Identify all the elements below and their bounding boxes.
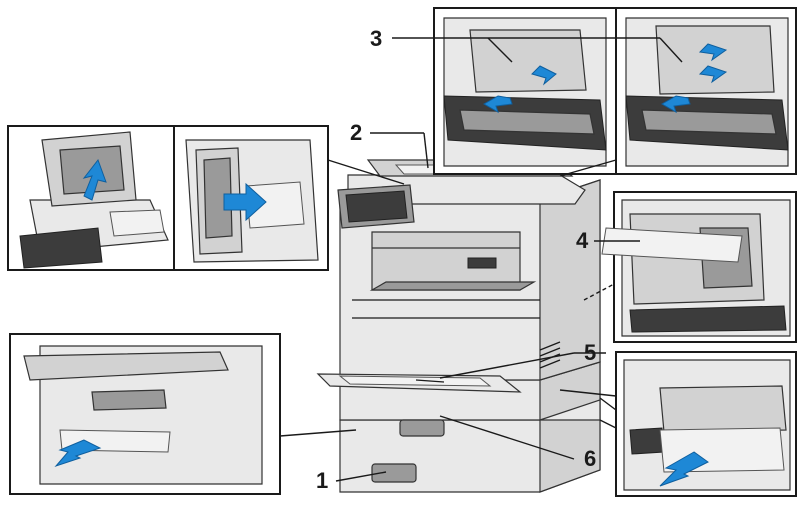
blue-arrow-icon: [659, 451, 709, 487]
blue-arrow-icon: [660, 95, 691, 114]
callout-6: 6: [584, 446, 596, 471]
inset-fuser: [601, 191, 797, 343]
inset-rear-door: [433, 7, 797, 175]
callout-1: 1: [316, 468, 328, 493]
callout-5: 5: [584, 340, 596, 365]
callout-2: 2: [350, 120, 362, 145]
inset-tray-1: [9, 333, 281, 495]
inset-tray-2: [615, 351, 797, 497]
inset-adf-inner: [173, 125, 329, 271]
blue-arrow-icon: [54, 439, 102, 468]
blue-arrow-icon: [698, 65, 728, 84]
tray-2-handle: [371, 463, 417, 483]
blue-arrow-icon: [482, 95, 513, 114]
tray-1-handle: [399, 419, 445, 437]
blue-arrow-icon: [531, 65, 557, 86]
inset-adf-open: [7, 125, 175, 271]
blue-arrow-icon: [698, 43, 728, 62]
callout-leaders: [279, 37, 683, 482]
printer-main: [316, 149, 601, 493]
callout-3: 3: [370, 26, 382, 51]
touchscreen-icon: [345, 190, 408, 223]
usb-port: [467, 257, 497, 269]
callout-4: 4: [576, 228, 589, 253]
side-vent: [539, 341, 561, 369]
blue-arrow-icon: [82, 158, 107, 201]
blue-arrow-icon: [223, 182, 267, 222]
